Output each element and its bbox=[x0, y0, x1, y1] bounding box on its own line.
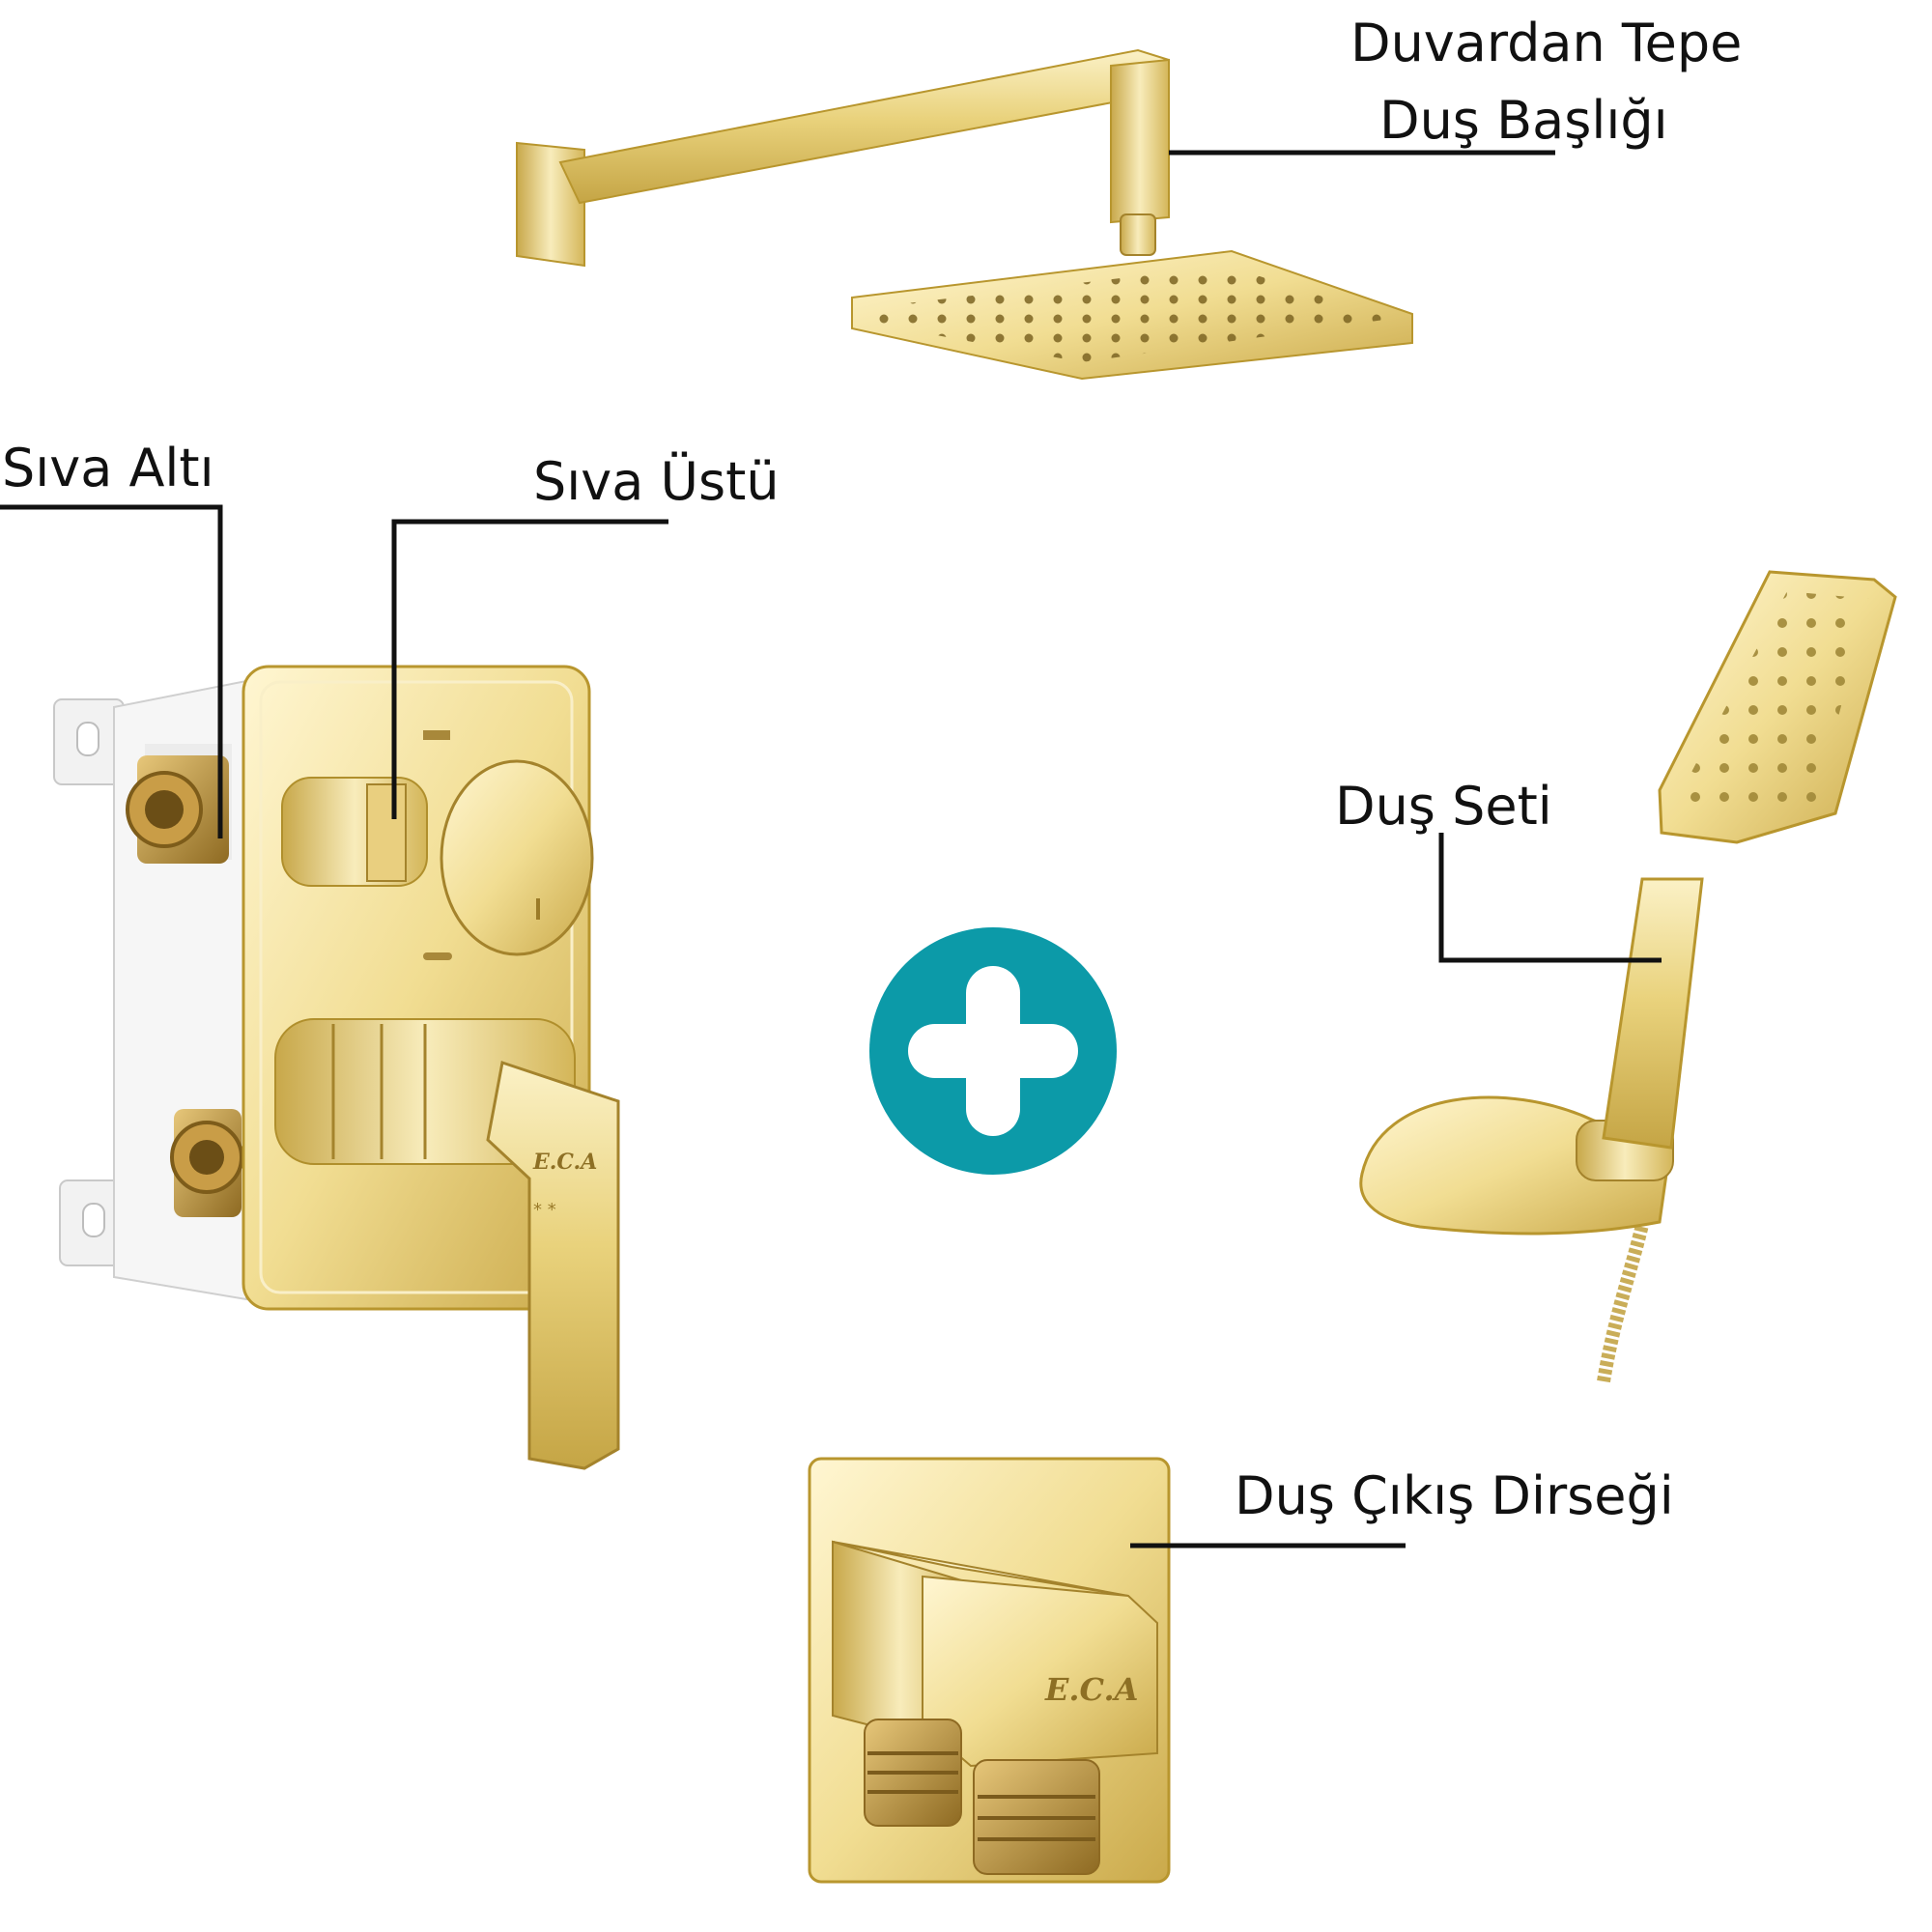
arm-drop bbox=[1110, 58, 1170, 224]
hot-cold-marks: * * bbox=[533, 1200, 556, 1220]
label-overhead-head-line2: Duş Başlığı bbox=[1379, 90, 1668, 151]
leader-concealed bbox=[0, 504, 223, 838]
diverter-knob[interactable] bbox=[440, 759, 594, 956]
head-symbol-icon bbox=[423, 730, 450, 740]
concealed-box bbox=[53, 679, 247, 1301]
rain-head-nozzles bbox=[874, 266, 1391, 362]
hand-shower-handle[interactable] bbox=[1602, 877, 1704, 1150]
hand-shower-nozzles bbox=[1681, 591, 1869, 821]
mixer-trim-plate: E.C.A * * bbox=[242, 665, 620, 1470]
label-outlet-elbow: Duş Çıkış Dirseği bbox=[1235, 1465, 1674, 1526]
shower-arm bbox=[558, 48, 1170, 205]
label-surface-part: Sıva Üstü bbox=[533, 451, 780, 512]
leader-shower-set bbox=[1438, 833, 1662, 963]
shower-outlet-elbow: E.C.A bbox=[808, 1457, 1171, 1884]
leader-surface bbox=[391, 519, 668, 819]
hand-shower-set bbox=[1359, 570, 1897, 1383]
brand-logo: E.C.A bbox=[532, 1150, 597, 1175]
overhead-shower-head bbox=[516, 48, 1413, 381]
plus-icon bbox=[869, 927, 1117, 1175]
label-shower-set: Duş Seti bbox=[1335, 776, 1552, 837]
label-overhead-head-line1: Duvardan Tepe bbox=[1350, 13, 1743, 73]
swivel-joint bbox=[1120, 213, 1156, 256]
elbow-brand-logo: E.C.A bbox=[1044, 1671, 1138, 1708]
hand-shower-symbol-icon bbox=[423, 952, 452, 960]
leader-lines bbox=[0, 150, 1662, 1548]
mixer-lever[interactable] bbox=[486, 1061, 620, 1470]
label-concealed-part: Sıva Altı bbox=[2, 438, 214, 498]
